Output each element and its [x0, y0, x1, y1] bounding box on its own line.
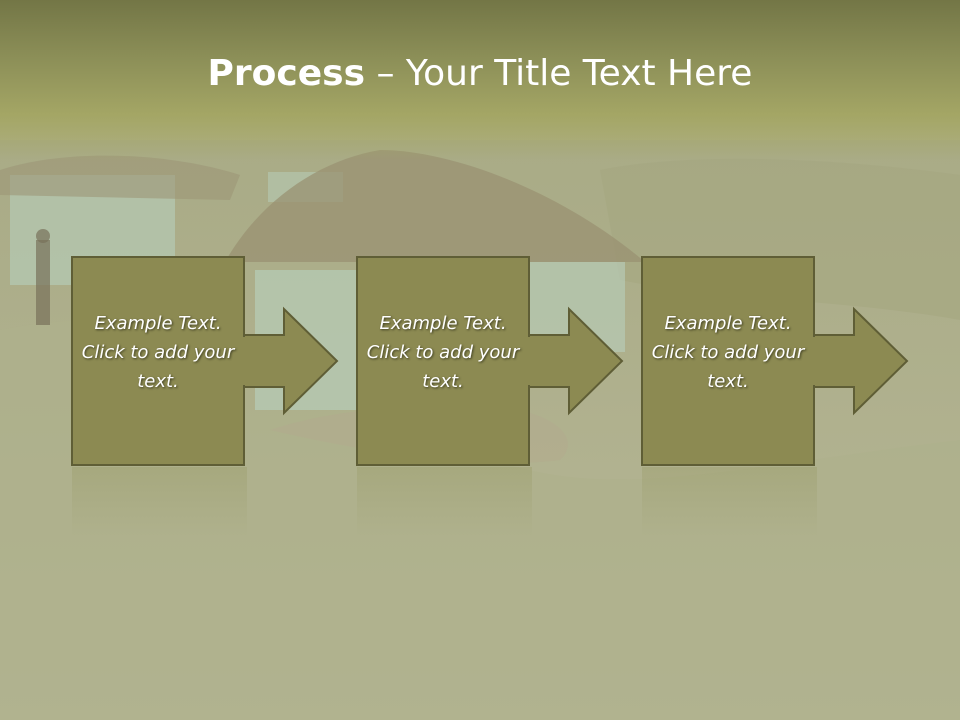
slide-title[interactable]: Process – Your Title Text Here — [0, 52, 960, 96]
step-2-reflection — [357, 467, 532, 537]
process-step-3[interactable]: Example Text. Click to add your text. — [641, 256, 909, 467]
step-3-shape — [641, 256, 909, 466]
step-2-shape — [356, 256, 624, 466]
step-3-reflection — [642, 467, 817, 537]
title-band — [0, 0, 960, 160]
title-bold-part: Process — [207, 53, 366, 94]
process-step-2[interactable]: Example Text. Click to add your text. — [356, 256, 624, 467]
step-1-shape — [71, 256, 339, 466]
step-1-reflection — [72, 467, 247, 537]
step-3-text[interactable]: Example Text. Click to add your text. — [651, 313, 805, 392]
process-step-1[interactable]: Example Text. Click to add your text. — [71, 256, 339, 467]
step-1-text[interactable]: Example Text. Click to add your text. — [81, 313, 235, 392]
title-rest-part: – Your Title Text Here — [365, 53, 753, 94]
step-2-text[interactable]: Example Text. Click to add your text. — [366, 313, 520, 392]
